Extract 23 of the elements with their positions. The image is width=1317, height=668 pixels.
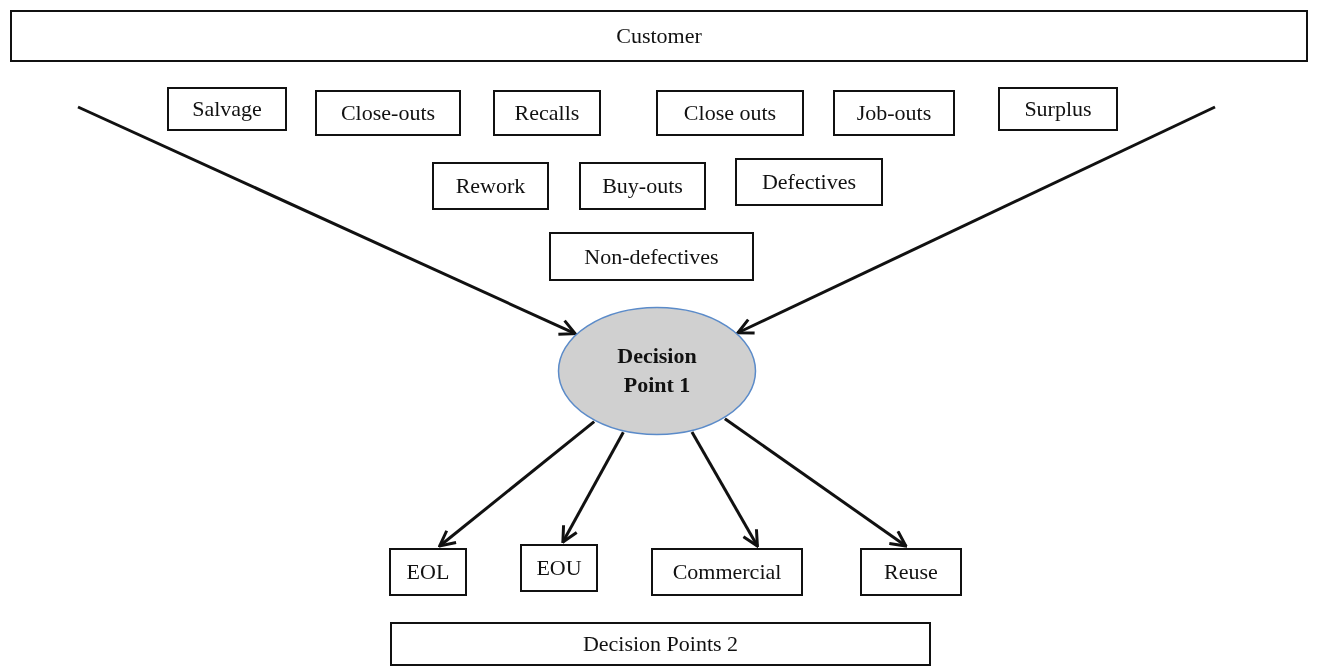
- arrow: [724, 417, 908, 548]
- category-box: Reuse: [860, 548, 962, 596]
- decision-label: Decision Point 1: [616, 342, 698, 399]
- arrow: [736, 105, 1216, 335]
- arrow: [561, 431, 625, 544]
- arrow: [690, 431, 759, 548]
- category-box: Decision Points 2: [390, 622, 931, 666]
- arrow: [438, 420, 596, 548]
- category-box: Buy-outs: [579, 162, 706, 210]
- category-box: Job-outs: [833, 90, 955, 136]
- category-box: Close-outs: [315, 90, 461, 136]
- category-box: Close outs: [656, 90, 804, 136]
- category-box: EOL: [389, 548, 467, 596]
- category-box: Commercial: [651, 548, 803, 596]
- arrow: [77, 105, 577, 336]
- category-box: Salvage: [167, 87, 287, 131]
- category-box: Surplus: [998, 87, 1118, 131]
- category-box: Rework: [432, 162, 549, 210]
- category-box: Defectives: [735, 158, 883, 206]
- category-box: Non-defectives: [549, 232, 754, 281]
- category-box: EOU: [520, 544, 598, 592]
- category-box: Customer: [10, 10, 1308, 62]
- category-box: Recalls: [493, 90, 601, 136]
